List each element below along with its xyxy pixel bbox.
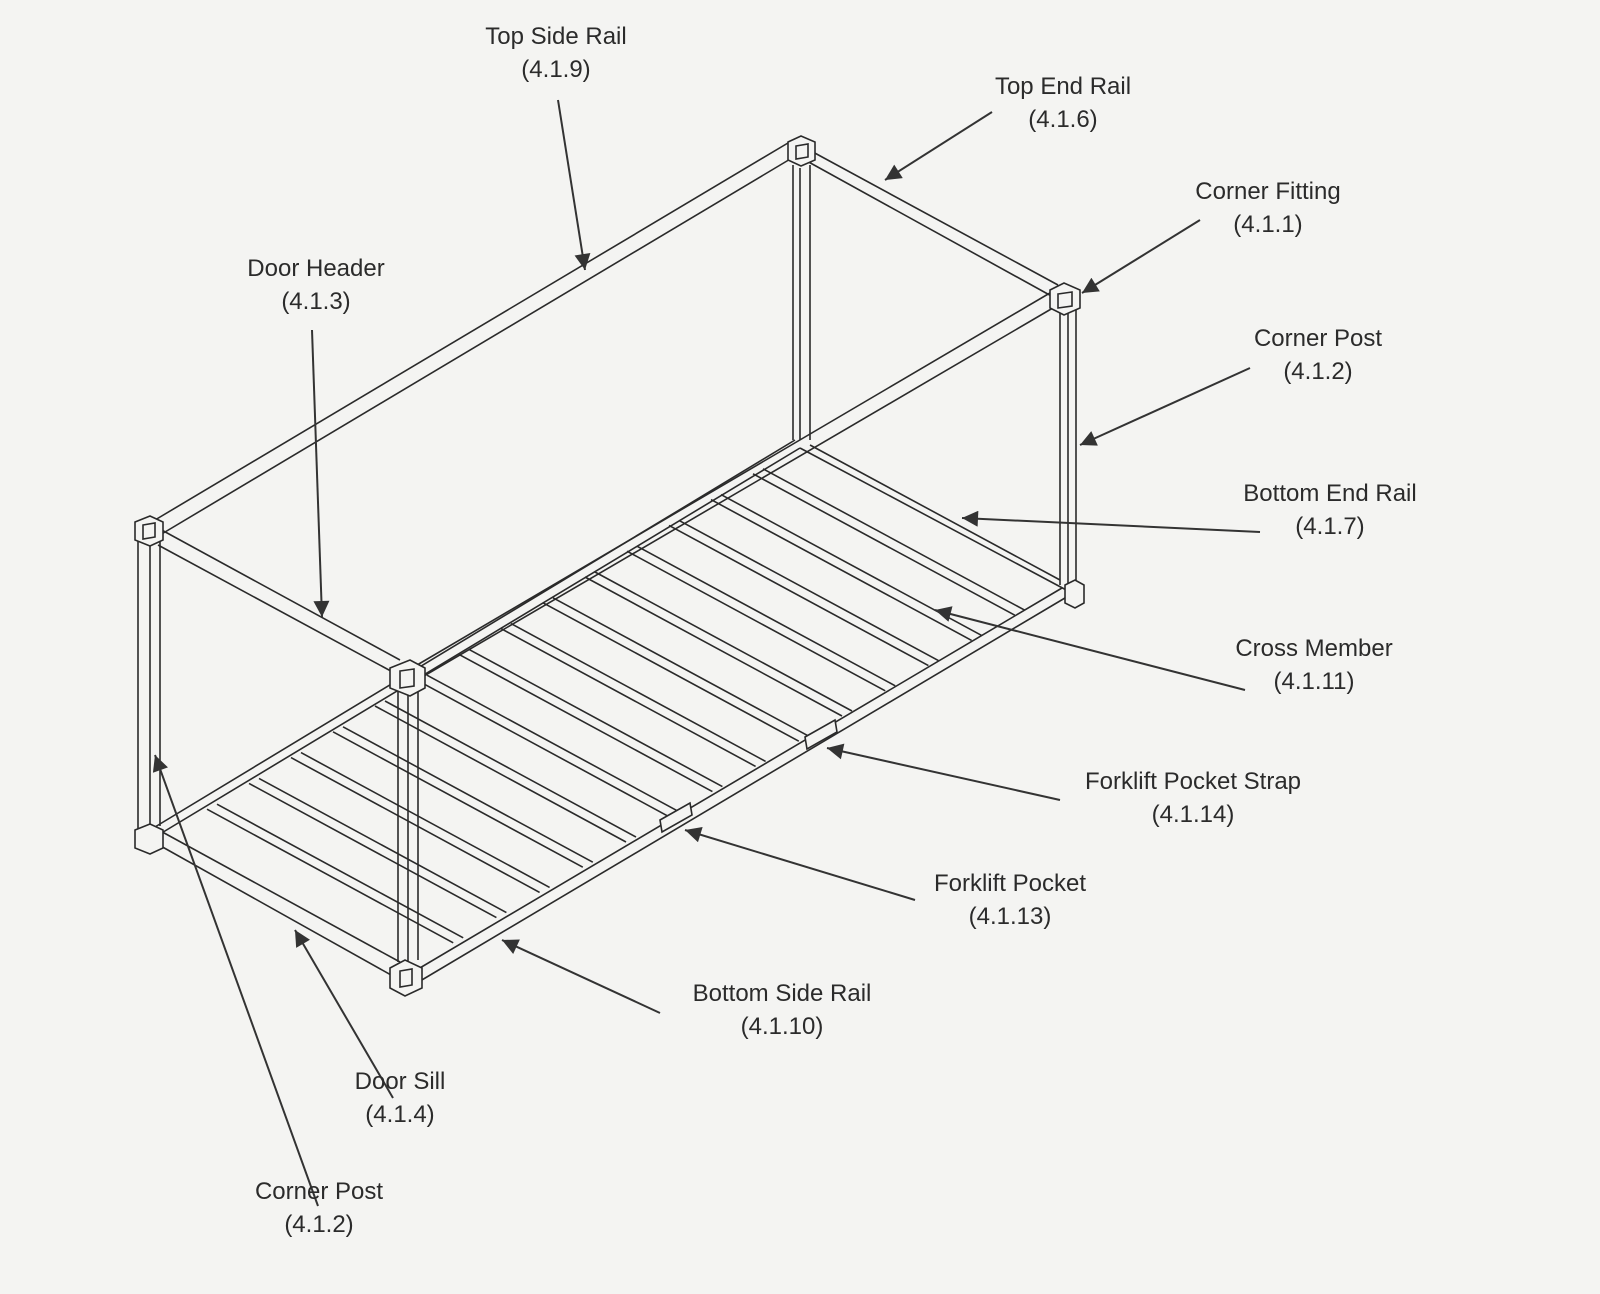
label-corner-post-left: Corner Post (4.1.2) — [255, 1175, 383, 1241]
label-ref: (4.1.11) — [1273, 668, 1355, 695]
label-bottom-side-rail: Bottom Side Rail (4.1.10) — [693, 977, 872, 1043]
cross-member — [668, 519, 939, 667]
label-ref: (4.1.2) — [1283, 358, 1353, 385]
label-name: Door Sill — [354, 1068, 446, 1095]
corner-fitting-bottom-left — [134, 823, 164, 855]
top-side-rail — [154, 139, 798, 536]
forklift-pocket — [659, 801, 693, 834]
label-ref: (4.1.9) — [521, 56, 591, 83]
corner-post-front-door — [397, 688, 419, 962]
leader-lines — [152, 99, 1261, 1207]
label-name: Corner Fitting — [1195, 178, 1341, 205]
corner-post-left-rear — [137, 540, 161, 830]
label-ref: (4.1.7) — [1295, 513, 1365, 540]
leader-door-sill — [294, 929, 394, 1099]
label-ref: (4.1.14) — [1151, 801, 1235, 828]
label-name: Bottom End Rail — [1243, 480, 1417, 507]
leader-top-side-rail — [557, 99, 591, 271]
label-forklift-pocket-strap: Forklift Pocket Strap (4.1.14) — [1085, 765, 1301, 831]
label-top-side-rail: Top Side Rail (4.1.9) — [485, 20, 626, 86]
label-name: Corner Post — [254, 1178, 384, 1205]
leader-bottom-end-rail — [961, 510, 1261, 533]
cross-member — [248, 777, 507, 919]
label-name: Cross Member — [1235, 635, 1393, 662]
label-corner-post-right: Corner Post (4.1.2) — [1254, 322, 1382, 388]
cross-member — [542, 597, 810, 742]
cross-member — [206, 803, 464, 944]
label-ref: (4.1.13) — [968, 903, 1052, 930]
cross-member — [752, 468, 1026, 616]
label-forklift-pocket: Forklift Pocket (4.1.13) — [934, 867, 1086, 933]
corner-fitting-top-door — [389, 659, 426, 697]
leader-bottom-side-rail — [501, 939, 661, 1014]
label-name: Forklift Pocket Strap — [1084, 768, 1302, 795]
label-name: Top End Rail — [994, 73, 1132, 100]
corner-fitting-top-back — [787, 135, 816, 167]
label-cross-member: Cross Member (4.1.11) — [1235, 632, 1392, 698]
label-door-sill: Door Sill (4.1.4) — [355, 1065, 446, 1131]
leader-corner-post-right — [1079, 367, 1251, 446]
top-end-rail — [799, 144, 1059, 299]
leader-top-end-rail — [884, 111, 993, 181]
cross-members — [206, 468, 1026, 944]
cross-member — [626, 545, 896, 692]
leader-corner-post-left — [152, 754, 319, 1207]
label-ref: (4.1.2) — [284, 1211, 354, 1238]
leader-forklift-pocket — [684, 827, 916, 901]
container-frame — [134, 135, 1085, 997]
label-top-end-rail: Top End Rail (4.1.6) — [995, 70, 1131, 136]
top-side-rail-front — [411, 289, 1059, 684]
label-name: Door Header — [247, 255, 385, 282]
label-bottom-end-rail: Bottom End Rail (4.1.7) — [1243, 477, 1416, 543]
label-ref: (4.1.3) — [281, 288, 351, 315]
label-name: Corner Post — [1253, 325, 1383, 352]
cross-member — [290, 751, 550, 894]
corner-fitting-top-front-end — [1049, 282, 1081, 316]
label-name: Top Side Rail — [485, 23, 627, 50]
corner-fitting-bottom-front-end — [1064, 579, 1085, 609]
leader-corner-fitting — [1081, 219, 1201, 294]
label-door-header: Door Header (4.1.3) — [247, 252, 384, 318]
forklift-pocket-strap — [804, 718, 838, 751]
label-name: Bottom Side Rail — [692, 980, 872, 1007]
bottom-end-rail — [799, 444, 1071, 593]
cross-member — [500, 622, 766, 768]
label-name: Forklift Pocket — [933, 870, 1087, 897]
cross-member — [416, 674, 680, 818]
bottom-side-rail-back — [149, 439, 801, 841]
cross-member — [584, 571, 853, 717]
label-ref: (4.1.6) — [1028, 106, 1098, 133]
leader-door-header — [311, 329, 330, 618]
label-ref: (4.1.1) — [1233, 211, 1303, 238]
label-ref: (4.1.4) — [365, 1101, 435, 1128]
cross-member — [374, 700, 637, 843]
cross-member — [458, 648, 723, 793]
corner-post-front-end — [1059, 308, 1077, 585]
cross-member — [332, 726, 594, 868]
corner-fitting-top-left — [134, 515, 164, 547]
corner-post-back-end — [792, 165, 811, 440]
door-header — [157, 527, 401, 677]
label-ref: (4.1.10) — [740, 1013, 824, 1040]
leader-cross-member — [934, 606, 1246, 691]
label-corner-fitting: Corner Fitting (4.1.1) — [1195, 175, 1340, 241]
corner-fitting-bottom-door — [389, 959, 423, 997]
leader-forklift-pocket-strap — [826, 743, 1061, 801]
door-sill — [149, 827, 401, 981]
